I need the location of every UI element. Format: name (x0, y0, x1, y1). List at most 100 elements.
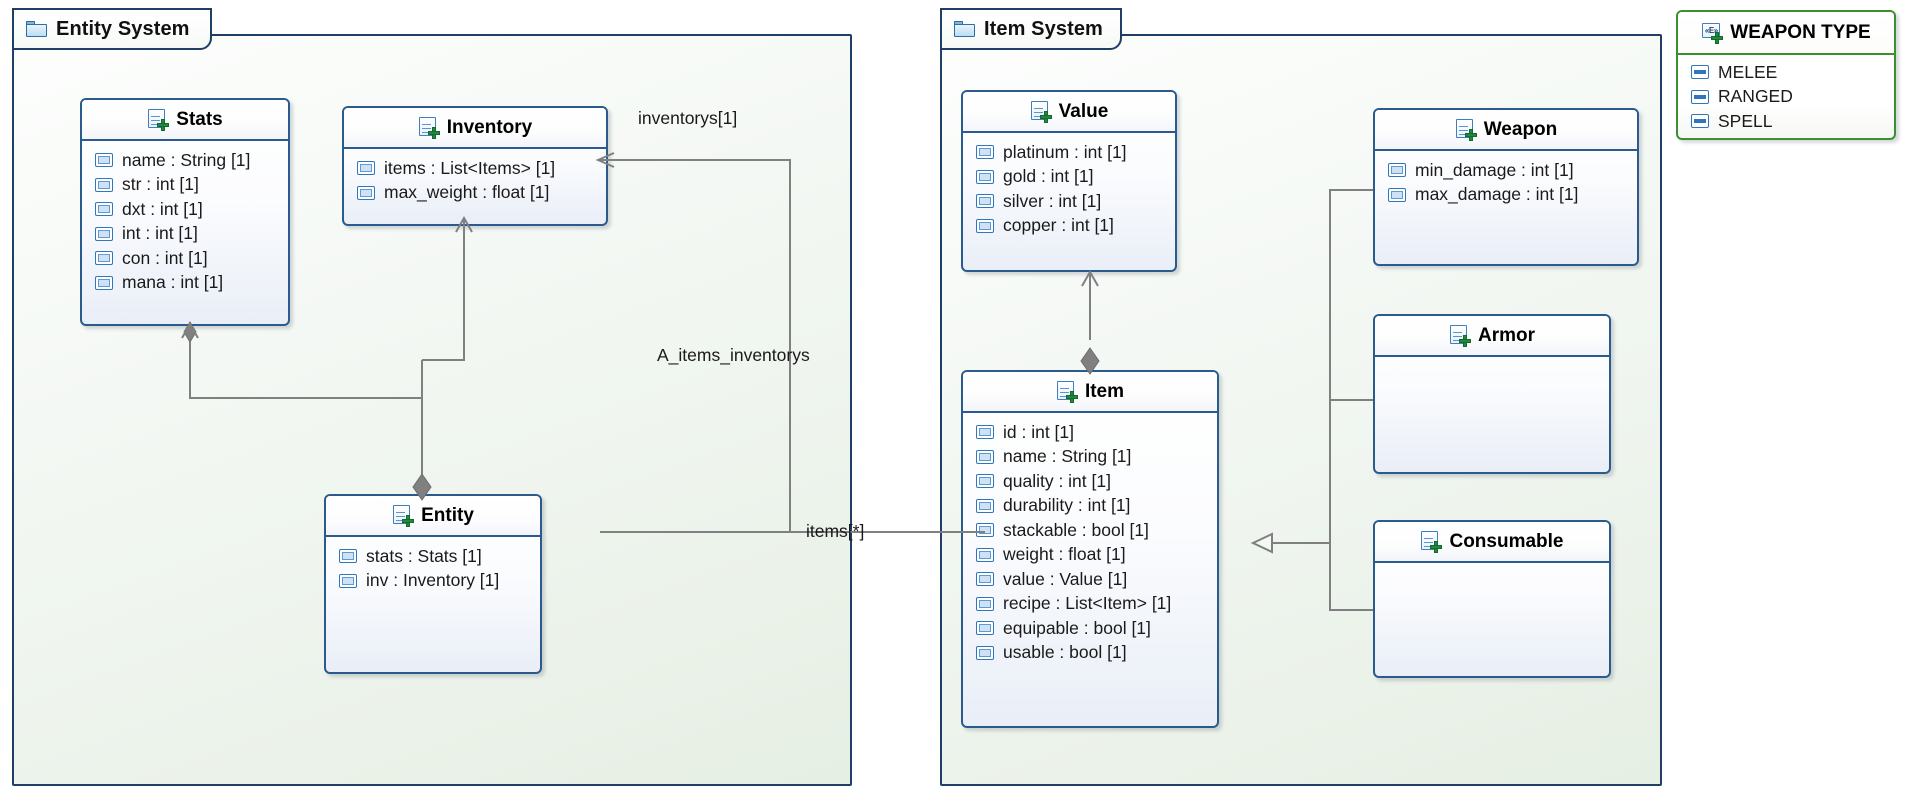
attribute-icon (976, 194, 994, 209)
class-value[interactable]: Value platinum : int [1] gold : int [1] … (961, 90, 1177, 272)
attribute-row[interactable]: usable : bool [1] (963, 641, 1217, 666)
class-icon (147, 108, 170, 131)
attribute-icon (976, 145, 994, 160)
class-inventory-attributes: items : List<Items> [1] max_weight : flo… (344, 149, 606, 212)
package-item-system[interactable]: Item System Value platinum : int [1] gol… (940, 8, 1662, 786)
attribute-label: inv : Inventory [1] (366, 570, 500, 591)
class-item-attributes: id : int [1] name : String [1] quality :… (963, 413, 1217, 672)
attribute-label: max_weight : float [1] (384, 182, 550, 203)
attribute-row[interactable]: equipable : bool [1] (963, 616, 1217, 641)
attribute-row[interactable]: items : List<Items> [1] (344, 156, 606, 181)
attribute-icon (95, 275, 113, 290)
class-consumable[interactable]: Consumable (1373, 520, 1611, 678)
package-title: Item System (984, 17, 1103, 40)
attribute-row[interactable]: value : Value [1] (963, 567, 1217, 592)
class-weapon-attributes: min_damage : int [1] max_damage : int [1… (1375, 151, 1637, 214)
attribute-row[interactable]: mana : int [1] (82, 271, 288, 296)
class-armor-attributes (1375, 357, 1609, 371)
enum-literal-row[interactable]: MELEE (1678, 60, 1894, 85)
attribute-row[interactable]: platinum : int [1] (963, 140, 1175, 165)
attribute-row[interactable]: max_damage : int [1] (1375, 183, 1637, 208)
class-icon (418, 116, 440, 139)
attribute-label: stackable : bool [1] (1003, 519, 1149, 540)
attribute-label: mana : int [1] (122, 272, 224, 293)
class-entity[interactable]: Entity stats : Stats [1] inv : Inventory… (324, 494, 542, 674)
class-name: Armor (1477, 324, 1535, 346)
attribute-row[interactable]: durability : int [1] (963, 494, 1217, 519)
attribute-row[interactable]: stackable : bool [1] (963, 518, 1217, 543)
attribute-icon (95, 251, 113, 266)
class-name: Stats (176, 108, 223, 130)
class-item[interactable]: Item id : int [1] name : String [1] qual… (961, 370, 1219, 728)
class-stats-header: Stats (82, 100, 288, 141)
package-entity-system-tab[interactable]: Entity System (12, 8, 212, 50)
attribute-icon (95, 226, 113, 241)
attribute-row[interactable]: silver : int [1] (963, 189, 1175, 214)
attribute-icon (976, 621, 994, 636)
attribute-row[interactable]: dxt : int [1] (82, 197, 288, 222)
attribute-row[interactable]: gold : int [1] (963, 165, 1175, 190)
attribute-icon (976, 218, 994, 233)
attribute-row[interactable]: name : String [1] (82, 148, 288, 173)
class-weapon-header: Weapon (1375, 110, 1637, 151)
attribute-label: durability : int [1] (1003, 495, 1131, 516)
attribute-row[interactable]: inv : Inventory [1] (326, 569, 540, 594)
class-name: Consumable (1449, 530, 1564, 552)
class-inventory[interactable]: Inventory items : List<Items> [1] max_we… (342, 106, 608, 226)
enumeration-icon: «E» (1701, 22, 1724, 44)
edge-label-inventorys: inventorys[1] (638, 108, 738, 128)
enumeration-weapon-type[interactable]: «E» WEAPON TYPE MELEE RANGED SPELL (1676, 10, 1896, 140)
class-value-attributes: platinum : int [1] gold : int [1] silver… (963, 133, 1175, 245)
class-consumable-header: Consumable (1375, 522, 1609, 563)
attribute-label: name : String [1] (1003, 446, 1132, 467)
attribute-row[interactable]: str : int [1] (82, 173, 288, 198)
attribute-row[interactable]: max_weight : float [1] (344, 181, 606, 206)
enum-literal-row[interactable]: RANGED (1678, 85, 1894, 110)
attribute-label: quality : int [1] (1003, 470, 1111, 491)
attribute-icon (976, 596, 994, 611)
class-stats-attributes: name : String [1] str : int [1] dxt : in… (82, 141, 288, 302)
folder-icon (954, 21, 975, 37)
attribute-label: min_damage : int [1] (1415, 159, 1574, 180)
attribute-icon (95, 177, 113, 192)
package-title: Entity System (56, 17, 190, 40)
attribute-label: platinum : int [1] (1003, 141, 1127, 162)
class-stats[interactable]: Stats name : String [1] str : int [1] dx… (80, 98, 290, 326)
class-icon (1056, 380, 1078, 403)
literal-icon (1691, 65, 1709, 80)
class-value-header: Value (963, 92, 1175, 133)
class-consumable-attributes (1375, 563, 1609, 577)
class-icon (1420, 530, 1443, 553)
class-name: Value (1058, 100, 1109, 122)
attribute-row[interactable]: min_damage : int [1] (1375, 158, 1637, 183)
attribute-icon (357, 161, 375, 176)
attribute-row[interactable]: recipe : List<Item> [1] (963, 592, 1217, 617)
enum-literal-row[interactable]: SPELL (1678, 109, 1894, 134)
attribute-row[interactable]: con : int [1] (82, 246, 288, 271)
attribute-row[interactable]: weight : float [1] (963, 543, 1217, 568)
class-name: Entity (421, 504, 474, 526)
attribute-icon (976, 547, 994, 562)
attribute-row[interactable]: copper : int [1] (963, 214, 1175, 239)
attribute-row[interactable]: stats : Stats [1] (326, 544, 540, 569)
attribute-label: str : int [1] (122, 174, 199, 195)
class-weapon[interactable]: Weapon min_damage : int [1] max_damage :… (1373, 108, 1639, 266)
literal-icon (1691, 114, 1709, 129)
literal-label: SPELL (1718, 110, 1773, 131)
class-armor[interactable]: Armor (1373, 314, 1611, 474)
attribute-row[interactable]: id : int [1] (963, 420, 1217, 445)
class-entity-attributes: stats : Stats [1] inv : Inventory [1] (326, 537, 540, 600)
class-icon (1455, 118, 1477, 141)
edge-label-items: items[*] (806, 521, 865, 541)
attribute-label: weight : float [1] (1003, 544, 1126, 565)
attribute-icon (1388, 163, 1406, 178)
class-name: Weapon (1483, 118, 1558, 140)
attribute-icon (976, 169, 994, 184)
package-item-system-tab[interactable]: Item System (940, 8, 1122, 50)
attribute-row[interactable]: name : String [1] (963, 445, 1217, 470)
attribute-icon (95, 202, 113, 217)
attribute-label: equipable : bool [1] (1003, 617, 1151, 638)
literal-icon (1691, 89, 1709, 104)
attribute-row[interactable]: int : int [1] (82, 222, 288, 247)
attribute-row[interactable]: quality : int [1] (963, 469, 1217, 494)
